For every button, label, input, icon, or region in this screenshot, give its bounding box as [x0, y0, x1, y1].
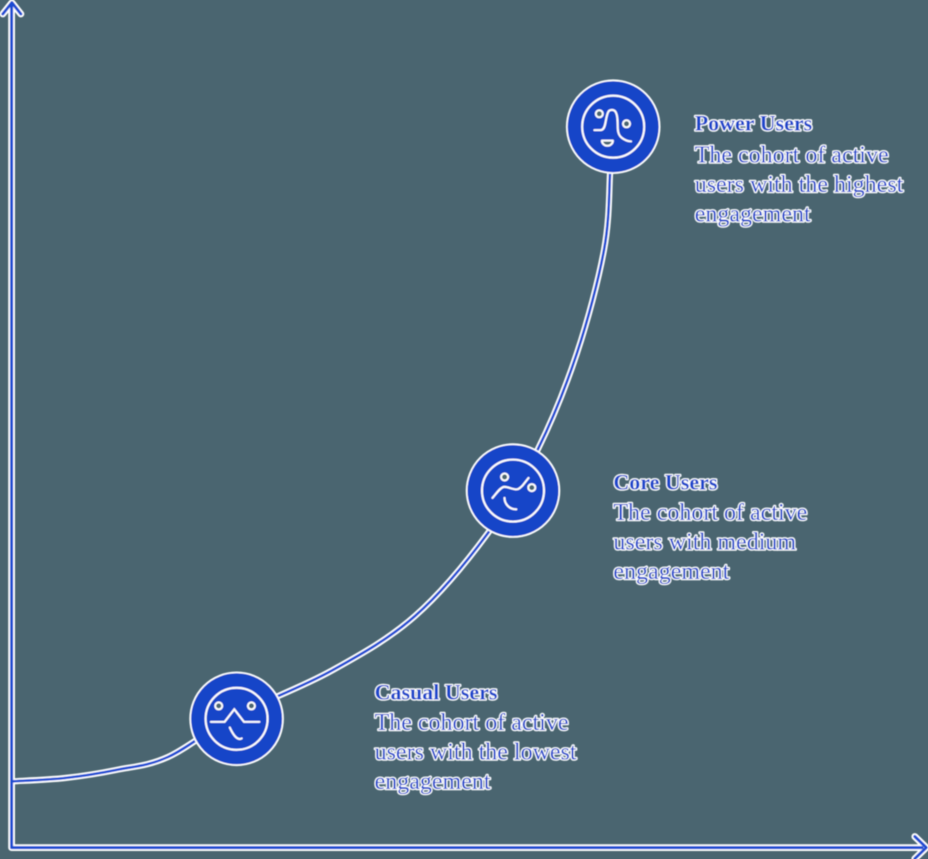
- face-eye-icon: [246, 701, 256, 711]
- node-description-line: The cohort of active: [613, 500, 807, 526]
- node-title: Core Users: [613, 469, 717, 494]
- node-description-line: users with medium: [613, 530, 796, 556]
- face-eye-icon: [622, 119, 632, 129]
- face-outline: [480, 458, 546, 523]
- face-mouth-icon: [600, 139, 614, 147]
- power-smiley-icon: [593, 108, 633, 147]
- node-description-line: users with the lowest: [375, 740, 577, 766]
- node-description-line: The cohort of active: [695, 142, 889, 168]
- node-circle: [565, 79, 661, 174]
- node-casual-users: [189, 671, 284, 767]
- growth-curve-line: [11, 128, 612, 783]
- face-eye-icon: [500, 472, 510, 482]
- face-eye-icon: [594, 109, 604, 119]
- y-axis-arrow-icon: [1, 1, 23, 16]
- face-feature-stroke: [491, 476, 530, 499]
- axes-path: [10, 4, 924, 850]
- node-circle: [465, 443, 561, 538]
- face-feature-stroke: [503, 496, 518, 511]
- node-description-line: users with the highest: [695, 172, 904, 198]
- node-circle: [189, 671, 284, 767]
- face-feature-stroke: [228, 726, 243, 740]
- node-description-line: engagement: [375, 769, 491, 795]
- face-eye-icon: [527, 483, 537, 493]
- node-title: Casual Users: [375, 679, 498, 704]
- face-outline: [204, 686, 269, 751]
- face-outline: [581, 94, 646, 159]
- face-feature-stroke: [209, 707, 261, 723]
- face-feature-stroke: [593, 108, 633, 143]
- node-title: Power Users: [695, 111, 813, 136]
- curve-nodes: [189, 79, 661, 767]
- x-axis-arrow-icon: [913, 835, 928, 859]
- casual-smiley-icon: [209, 701, 261, 740]
- core-smiley-icon: [491, 472, 537, 511]
- node-description-line: engagement: [695, 202, 811, 228]
- face-eye-icon: [214, 701, 224, 711]
- node-description-line: engagement: [613, 559, 729, 585]
- node-description-line: The cohort of active: [375, 710, 569, 736]
- node-power-users: [565, 79, 661, 174]
- growth-curve-path: [11, 128, 612, 783]
- node-core-users: [465, 443, 561, 538]
